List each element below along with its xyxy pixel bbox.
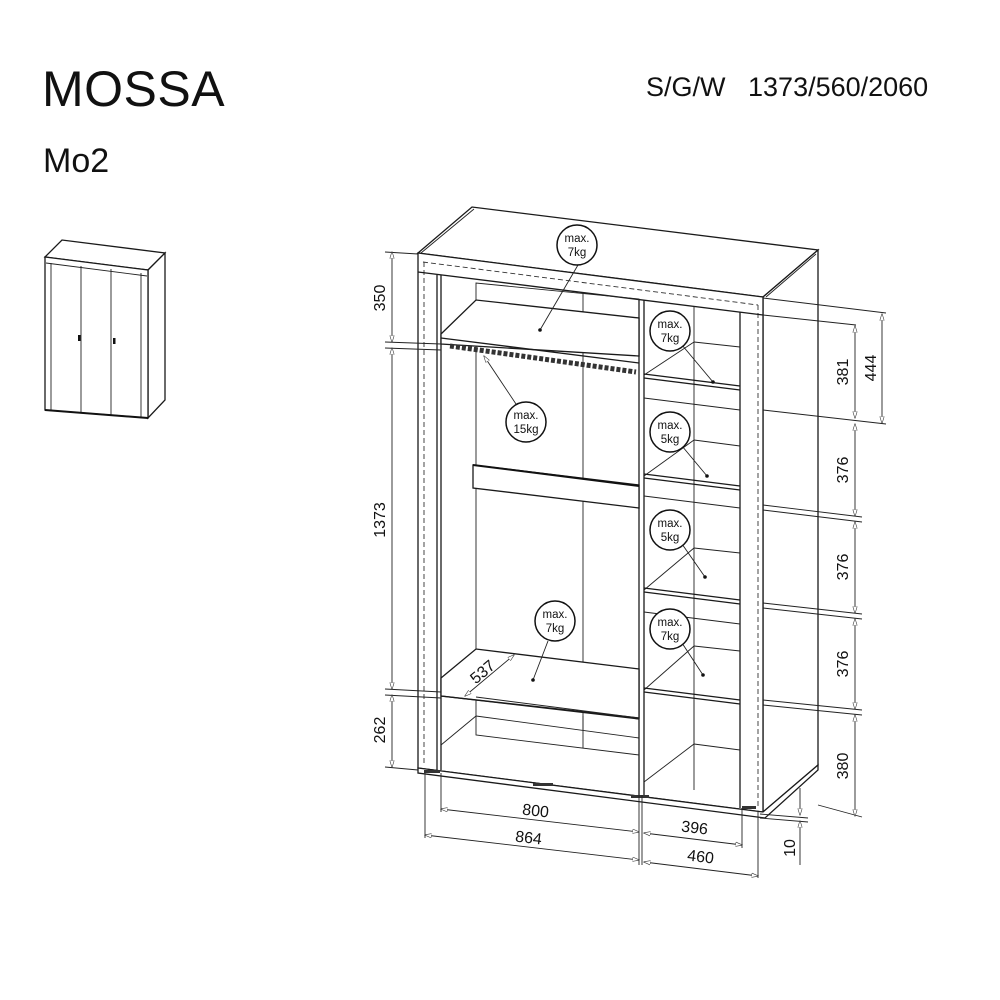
- svg-text:max.: max.: [658, 319, 683, 331]
- svg-text:max.: max.: [565, 233, 590, 245]
- handle-icon: [78, 335, 81, 341]
- model-code: Mo2: [43, 142, 110, 180]
- right-dimensions: 381 444 376 376 376 380 10: [759, 297, 887, 865]
- dim-10: 10: [782, 839, 799, 857]
- product-title: MOSSA: [42, 61, 226, 117]
- dim-262: 262: [372, 717, 389, 744]
- svg-text:5kg: 5kg: [661, 532, 680, 544]
- hanging-rail: [449, 343, 637, 375]
- dim-396: 396: [680, 818, 709, 838]
- load-badge-right-shelf-3: max. 5kg: [649, 509, 707, 579]
- dim-376-c: 376: [835, 651, 852, 678]
- svg-text:7kg: 7kg: [661, 333, 680, 345]
- dim-800: 800: [521, 802, 550, 822]
- dimension-spec: S/G/W 1373/560/2060: [646, 74, 928, 101]
- load-badge-bottom-left-shelf: max. 7kg: [531, 600, 576, 682]
- svg-text:7kg: 7kg: [546, 623, 565, 635]
- dim-460: 460: [686, 847, 715, 867]
- bottom-dimensions: 800 864 396 460: [425, 773, 758, 878]
- svg-text:5kg: 5kg: [661, 434, 680, 446]
- handle-icon: [113, 338, 116, 344]
- svg-text:max.: max.: [658, 518, 683, 530]
- dim-1373: 1373: [372, 502, 389, 538]
- svg-text:max.: max.: [543, 609, 568, 621]
- dim-381: 381: [835, 359, 852, 386]
- svg-text:max.: max.: [514, 410, 539, 422]
- load-badge-top-shelf: max. 7kg: [538, 224, 598, 332]
- spec-value: 1373/560/2060: [748, 72, 929, 102]
- dim-444: 444: [863, 355, 880, 382]
- dim-376-a: 376: [835, 457, 852, 484]
- wardrobe-thumbnail-icon: [43, 239, 167, 420]
- svg-text:7kg: 7kg: [661, 631, 680, 643]
- svg-text:7kg: 7kg: [568, 247, 587, 259]
- svg-text:max.: max.: [658, 420, 683, 432]
- load-badge-hanging-rail: max. 15kg: [484, 356, 547, 443]
- dim-864: 864: [514, 829, 543, 849]
- load-badge-right-shelf-4: max. 7kg: [649, 608, 705, 677]
- svg-text:15kg: 15kg: [514, 424, 539, 436]
- load-badge-right-shelf-2: max. 5kg: [649, 411, 709, 478]
- left-dimensions: 350 1373 262: [372, 252, 442, 771]
- dim-380: 380: [835, 753, 852, 780]
- dim-376-b: 376: [835, 554, 852, 581]
- spec-label: S/G/W: [646, 72, 726, 102]
- dim-350: 350: [372, 285, 389, 312]
- load-badge-right-shelf-1: max. 7kg: [649, 310, 715, 384]
- svg-text:max.: max.: [658, 617, 683, 629]
- wardrobe-main: [416, 206, 820, 819]
